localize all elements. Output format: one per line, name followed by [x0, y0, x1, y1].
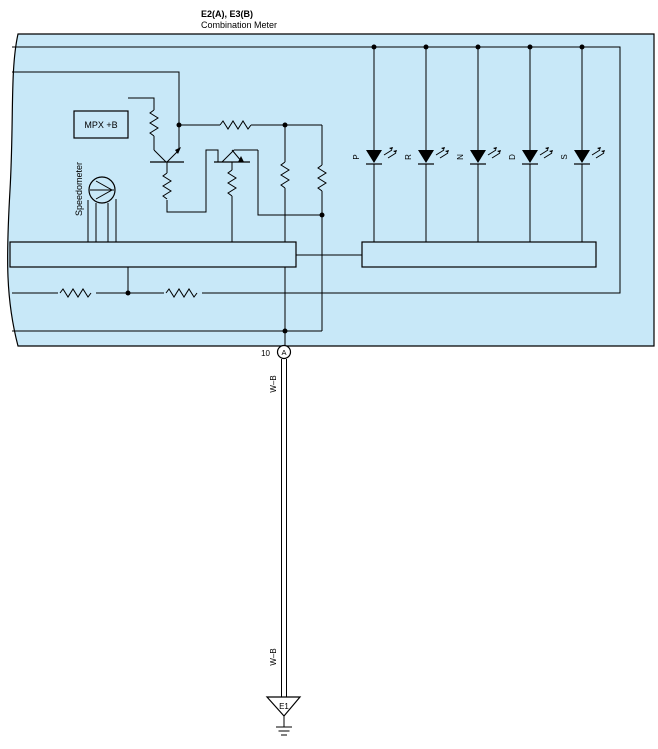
resistor-column — [280, 125, 327, 331]
indicator-led-r: R — [404, 44, 449, 242]
meter-panel — [7, 33, 655, 347]
speedometer-label: Speedometer — [74, 162, 84, 216]
ground-label: E1 — [279, 702, 289, 711]
wire-color-top: W–B — [269, 375, 278, 392]
indicator-label-d: D — [508, 154, 517, 160]
mpx-label: MPX +B — [84, 120, 117, 130]
wire-color-bottom: W–B — [269, 648, 278, 665]
wire-w-b: W–B W–B — [269, 359, 287, 697]
indicator-label-n: N — [456, 154, 465, 160]
terminal-connector: A — [281, 348, 286, 357]
outer-wiring — [12, 46, 621, 332]
speedometer-gauge: Speedometer — [74, 162, 117, 242]
indicator-label-s: S — [560, 154, 569, 159]
indicator-led-s: S — [560, 44, 605, 242]
ground-icon: E1 — [265, 696, 302, 736]
transistor-2 — [214, 149, 322, 242]
terminal-10-a: 10 A — [261, 344, 292, 360]
indicator-led-d: D — [508, 44, 553, 242]
indicator-label-r: R — [404, 154, 413, 160]
mpx-box: MPX +B — [73, 97, 155, 139]
transistor-1 — [149, 109, 219, 213]
component-name: Combination Meter — [201, 20, 277, 30]
terminal-pin: 10 — [261, 349, 270, 358]
connector-label: E2(A), E3(B) — [201, 9, 253, 19]
indicator-led-n: N — [456, 44, 501, 242]
indicator-led-p: P — [352, 44, 397, 242]
resistor-bottom — [58, 267, 202, 298]
indicator-label-p: P — [352, 154, 361, 159]
